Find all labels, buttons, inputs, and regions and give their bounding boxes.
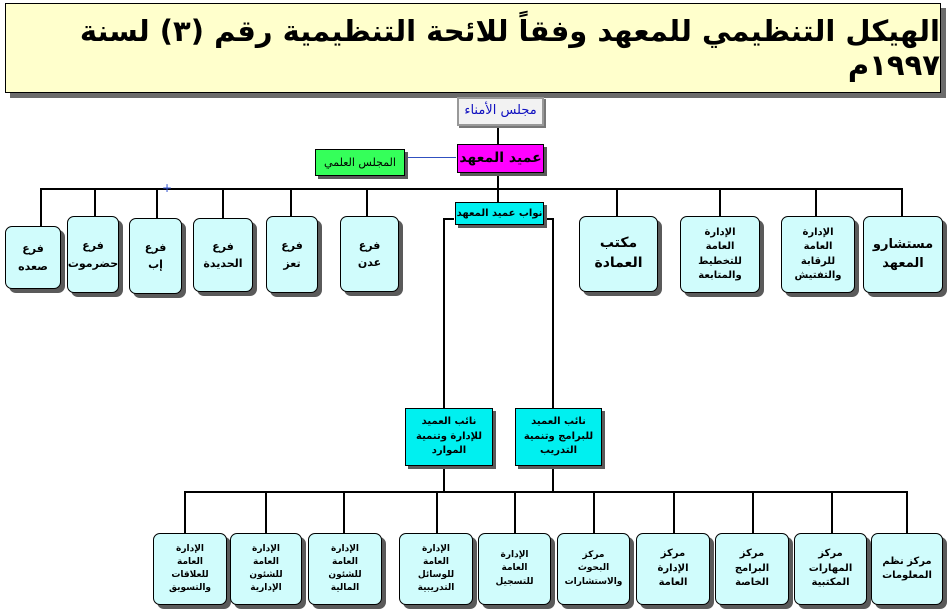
deputy-programs-node[interactable]: نائب العميد للبرامج وتنمية التدريب	[515, 408, 602, 466]
drop-line	[366, 188, 368, 216]
advisors-node[interactable]: مستشارو المعهد	[863, 216, 943, 293]
unit-label: مركز المهارات المكتبية	[808, 548, 853, 589]
branch-label: فرع صعده	[18, 242, 48, 273]
admin-affairs-directorate-node[interactable]: الإدارة العامة للشئون الإدارية	[230, 533, 302, 605]
branch-label: فرع حضرموت	[67, 239, 119, 270]
deputies-node[interactable]: نواب عميد المعهد	[455, 202, 544, 225]
drop-line	[343, 491, 345, 533]
admin-bus-line	[265, 491, 445, 493]
office-skills-center-node[interactable]: مركز المهارات المكتبية	[794, 533, 867, 605]
drop-line	[593, 491, 595, 533]
unit-label: الإدارة العامة للتسجيل	[495, 550, 534, 587]
drop-line	[901, 188, 903, 216]
drop-line	[673, 491, 675, 533]
scientific-council-node[interactable]: المجلس العلمي	[315, 149, 405, 176]
branch-ibb-node[interactable]: فرع إب	[129, 218, 182, 294]
board-of-trustees-node[interactable]: مجلس الأمناء	[457, 97, 544, 126]
admin-stem-line	[443, 466, 445, 492]
board-of-trustees-label: مجلس الأمناء	[464, 103, 537, 119]
drop-line	[436, 491, 438, 533]
drop-line	[184, 491, 186, 533]
drop-line	[752, 491, 754, 533]
branch-aden-node[interactable]: فرع عدن	[340, 216, 399, 292]
branch-sadah-node[interactable]: فرع صعده	[5, 226, 61, 289]
registration-directorate-node[interactable]: الإدارة العامة للتسجيل	[478, 533, 551, 605]
inspection-directorate-node[interactable]: الإدارة العامة للرقابة والتفتيش	[781, 216, 855, 293]
chart-title: الهيكل التنظيمي للمعهد وفقاً للائحة التن…	[79, 14, 940, 82]
drop-line	[290, 188, 292, 216]
drop-line	[156, 188, 158, 218]
drop-line	[719, 188, 721, 216]
planning-directorate-node[interactable]: الإدارة العامة للتخطيط والمتابعة	[680, 216, 760, 293]
deputy-admin-drop-line	[443, 218, 445, 408]
drop-line	[815, 188, 817, 216]
drop-line	[616, 188, 618, 216]
branch-hodeidah-node[interactable]: فرع الحديدة	[193, 218, 253, 292]
unit-label: مركز الإدارة العامة	[657, 548, 689, 589]
public-admin-center-node[interactable]: مركز الإدارة العامة	[636, 533, 710, 605]
relations-directorate-node[interactable]: الإدارة العامة للعلاقات والتسويق	[153, 533, 227, 605]
drop-line	[40, 188, 42, 226]
research-center-node[interactable]: مركز البحوث والاستشارات	[557, 533, 630, 605]
unit-label: الإدارة العامة للوسائل التدريبية	[417, 543, 455, 594]
deputy-admin-node[interactable]: نائب العميد للإدارة وتنمية الموارد	[405, 408, 493, 466]
branch-label: فرع تعز	[281, 239, 303, 270]
admin-bus-line	[184, 491, 266, 493]
unit-label: الإدارة العامة للتخطيط والمتابعة	[698, 226, 742, 282]
deanship-office-node[interactable]: مكتب العمادة	[579, 216, 658, 292]
drop-line	[497, 188, 499, 204]
special-programs-center-node[interactable]: مركز البرامج الخاصة	[715, 533, 789, 605]
unit-label: مركز البرامج الخاصة	[734, 548, 770, 589]
unit-label: الإدارة العامة للعلاقات والتسويق	[168, 543, 212, 594]
unit-label: مكتب العمادة	[594, 235, 643, 271]
deputy-admin-label: نائب العميد للإدارة وتنمية الموارد	[416, 416, 482, 457]
unit-label: مركز البحوث والاستشارات	[564, 550, 623, 587]
deputies-label: نواب عميد المعهد	[456, 207, 543, 219]
dean-label: عميد المعهد	[459, 149, 542, 166]
unit-label: الإدارة العامة للشئون الإدارية	[249, 543, 283, 594]
drop-line	[906, 491, 908, 533]
branch-label: فرع الحديدة	[203, 239, 243, 270]
chart-title-box: الهيكل التنظيمي للمعهد وفقاً للائحة التن…	[5, 3, 941, 93]
programs-stem-line	[552, 466, 554, 492]
scientific-council-label: المجلس العلمي	[324, 155, 396, 169]
unit-label: مركز نظم المعلومات	[882, 555, 932, 582]
branch-taiz-node[interactable]: فرع تعز	[266, 216, 318, 293]
unit-label: الإدارة العامة للشئون المالية	[328, 543, 362, 594]
finance-directorate-node[interactable]: الإدارة العامة للشئون المالية	[308, 533, 382, 605]
branch-hadramout-node[interactable]: فرع حضرموت	[67, 216, 119, 293]
deputies-right-tick	[544, 218, 554, 220]
deputy-programs-drop-line	[552, 218, 554, 408]
plus-marker: +	[162, 181, 173, 195]
top-bus-line	[40, 188, 903, 190]
branch-label: فرع عدن	[357, 238, 382, 269]
drop-line	[222, 188, 224, 218]
unit-label: الإدارة العامة للرقابة والتفتيش	[794, 226, 842, 282]
info-systems-center-node[interactable]: مركز نظم المعلومات	[871, 533, 943, 605]
board-to-dean-line	[497, 126, 499, 144]
deputies-left-tick	[443, 218, 454, 220]
drop-line	[94, 188, 96, 216]
dean-node[interactable]: عميد المعهد	[457, 144, 544, 173]
training-aids-directorate-node[interactable]: الإدارة العامة للوسائل التدريبية	[399, 533, 473, 605]
council-link-line	[405, 157, 456, 158]
drop-line	[265, 491, 267, 533]
dean-stem-line	[497, 175, 499, 188]
branch-label: فرع إب	[144, 240, 167, 271]
drop-line	[831, 491, 833, 533]
programs-bus-line	[436, 491, 908, 493]
unit-label: مستشارو المعهد	[872, 237, 934, 271]
deputy-programs-label: نائب العميد للبرامج وتنمية التدريب	[523, 416, 594, 457]
drop-line	[514, 491, 516, 533]
